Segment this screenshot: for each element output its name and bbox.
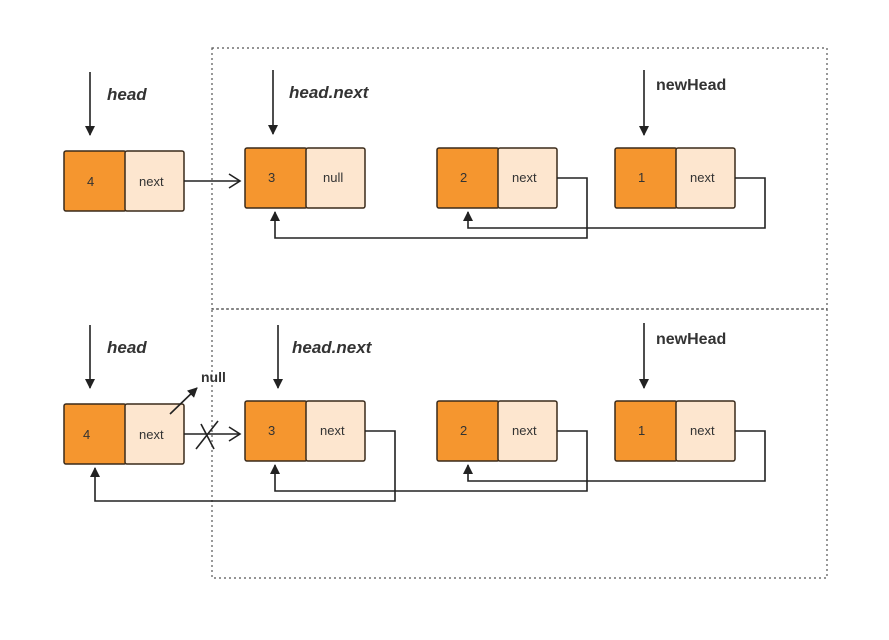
link-2-to-3 <box>270 430 588 492</box>
node-pointer: next <box>512 170 537 185</box>
node-pointer: next <box>139 427 164 442</box>
node-value-cell <box>436 400 500 462</box>
node-pointer: next <box>512 423 537 438</box>
list-node: 4 next <box>63 150 185 212</box>
node-pointer: next <box>690 170 715 185</box>
null-label: null <box>201 369 226 385</box>
node-value-cell <box>614 400 678 462</box>
new-head-label: newHead <box>656 77 726 94</box>
cut-mark-icon <box>200 423 215 450</box>
list-node: 1 next <box>614 400 736 462</box>
link-1-to-2 <box>463 177 766 229</box>
link-3-to-4 <box>90 430 396 502</box>
node-pointer: next <box>320 423 345 438</box>
node-value: 1 <box>638 423 645 438</box>
head-label: head <box>107 338 147 357</box>
node-value-cell <box>244 147 308 209</box>
node-value: 2 <box>460 170 467 185</box>
link-2-to-3 <box>270 177 588 239</box>
node-value-cell <box>63 403 127 465</box>
node-pointer-cell <box>305 147 366 209</box>
link-1-to-2 <box>463 430 766 482</box>
node-pointer: next <box>690 423 715 438</box>
top-diagram: head head.next newHead 4 next 3 null 2 n… <box>63 70 766 239</box>
bottom-step-frame <box>211 308 828 579</box>
list-node: 3 next <box>244 400 366 462</box>
top-step-frame <box>211 47 828 310</box>
node-value-cell <box>436 147 500 209</box>
null-pointer-arrow <box>169 387 198 415</box>
list-node: 2 next <box>436 147 558 209</box>
node-value-cell <box>244 400 308 462</box>
list-node: 4 next <box>63 403 185 465</box>
list-node: 3 null <box>244 147 366 209</box>
list-node: 2 next <box>436 400 558 462</box>
node-value-cell <box>63 150 127 212</box>
new-head-label: newHead <box>656 331 726 348</box>
node-value: 2 <box>460 423 467 438</box>
bottom-diagram: head head.next newHead 4 next 3 next 2 n… <box>63 323 766 502</box>
node-pointer: next <box>139 174 164 189</box>
head-label: head <box>107 85 147 104</box>
node-pointer: null <box>323 170 343 185</box>
node-value: 4 <box>87 174 94 189</box>
node-value-cell <box>614 147 678 209</box>
node-value: 3 <box>268 170 275 185</box>
node-value: 4 <box>83 427 90 442</box>
list-node: 1 next <box>614 147 736 209</box>
head-next-label: head.next <box>292 338 373 357</box>
node-value: 3 <box>268 423 275 438</box>
head-next-label: head.next <box>289 83 370 102</box>
node-value: 1 <box>638 170 645 185</box>
